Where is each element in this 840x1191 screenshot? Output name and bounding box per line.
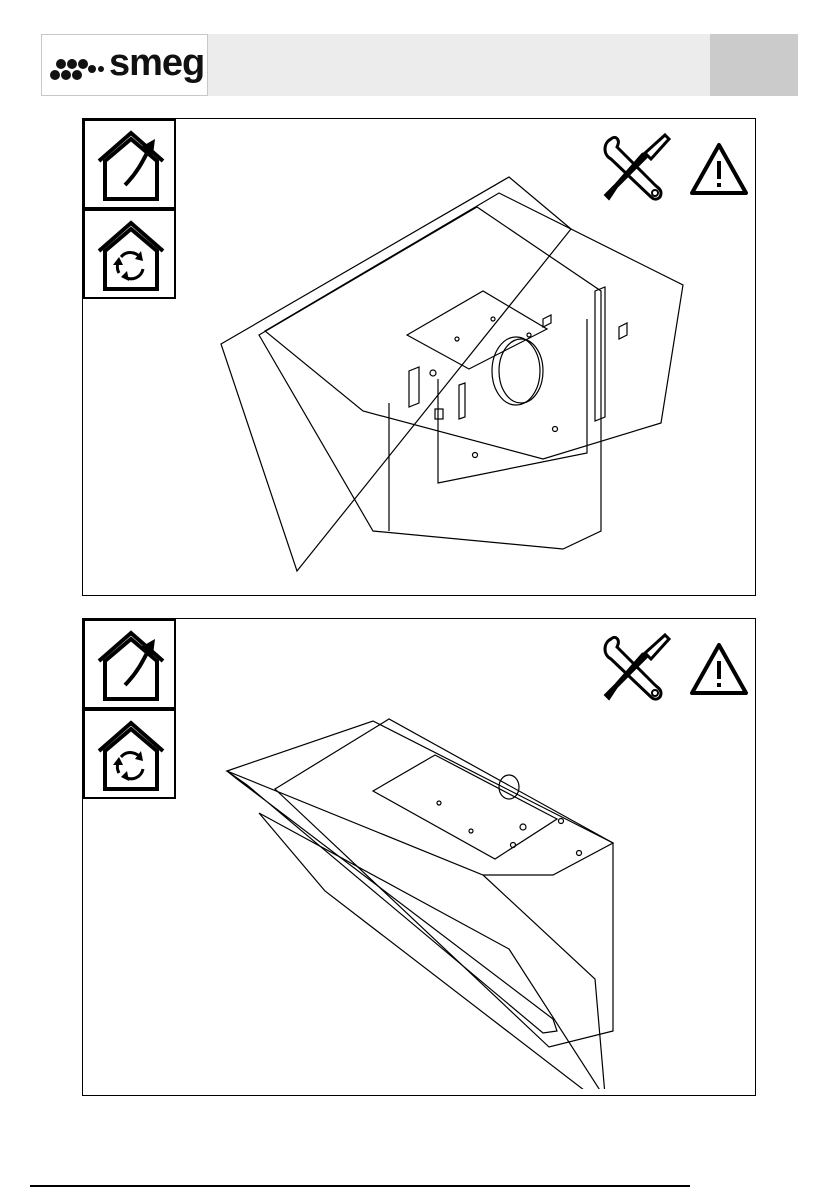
recirculation-mode-icon — [85, 711, 174, 797]
recirculation-mode-icon — [85, 211, 174, 297]
mode-icons — [83, 619, 176, 801]
recirculation-mode-tile — [83, 209, 176, 299]
footer-rule — [30, 1185, 690, 1187]
hood-top-view-drawing — [213, 659, 753, 1089]
hood-rear-view-drawing — [213, 159, 753, 589]
ducted-mode-icon — [85, 621, 174, 707]
ducted-mode-tile — [83, 119, 176, 209]
header-band-end — [710, 34, 798, 96]
ducted-mode-icon — [85, 121, 174, 207]
mode-icons — [83, 119, 176, 301]
smeg-dot-cluster-logo-icon — [48, 55, 108, 83]
instruction-panel-1 — [82, 118, 756, 596]
instruction-panel-2 — [82, 618, 756, 1096]
page-header: smeg — [41, 34, 798, 96]
ducted-mode-tile — [83, 619, 176, 709]
recirculation-mode-tile — [83, 709, 176, 799]
header-band — [208, 34, 710, 96]
brand-name: smeg — [109, 43, 204, 83]
brand-logo: smeg — [41, 34, 208, 96]
